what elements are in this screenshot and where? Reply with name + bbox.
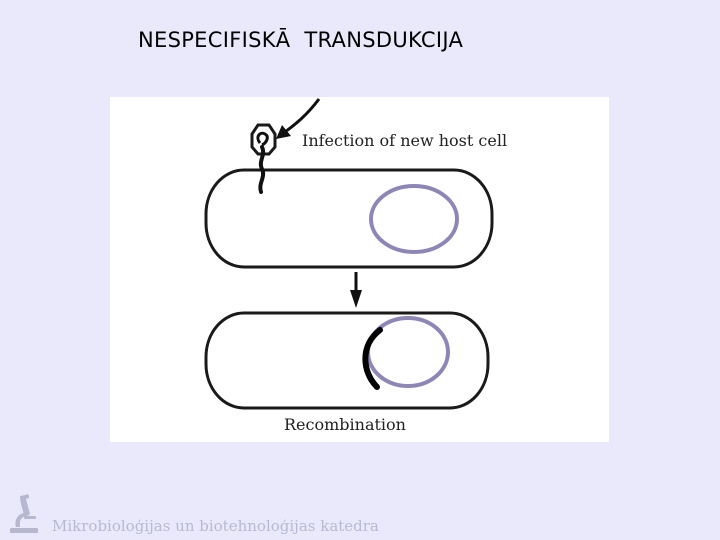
inserted-dna-segment: [362, 327, 383, 390]
footer-department: Mikrobioloģijas un biotehnoloģijas kated…: [52, 517, 379, 535]
host-cell-top: [204, 168, 494, 269]
arrow-pointer-icon: [276, 98, 321, 139]
plasmid-ring-top: [369, 184, 459, 254]
phage-icon: [250, 123, 277, 194]
microscope-icon: [10, 494, 38, 533]
arrow-down-icon: [350, 272, 362, 308]
transduction-figure: Infection of new host cell Recombination: [110, 97, 609, 442]
infection-label: Infection of new host cell: [302, 131, 507, 150]
recombination-label: Recombination: [284, 415, 406, 434]
host-cell-bottom: [204, 311, 490, 410]
slide-title: NESPECIFISKĀ TRANSDUKCIJA: [138, 28, 464, 52]
